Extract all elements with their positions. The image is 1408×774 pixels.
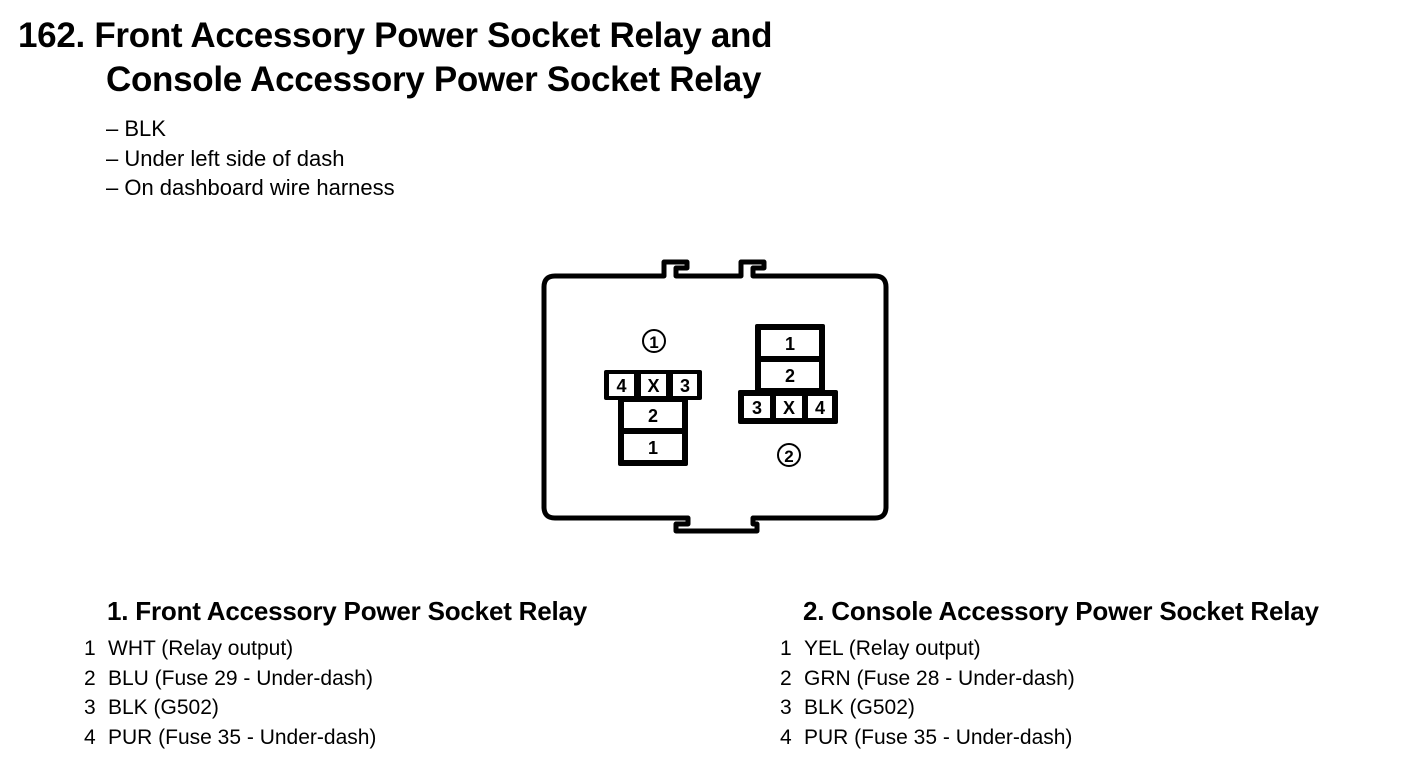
relay-2-label-1: 1	[785, 334, 795, 354]
pin-row: 4 PUR (Fuse 35 - Under-dash)	[84, 723, 587, 753]
relay-2-terminal-1	[761, 330, 819, 356]
relay-1-callout-number: 1	[649, 333, 658, 352]
relay-2: 1 2 3 X 4 2	[738, 324, 838, 467]
pin-number: 1	[84, 637, 96, 660]
pin-row: 1 WHT (Relay output)	[84, 634, 587, 664]
relay-2-label-2: 2	[785, 366, 795, 386]
pin-number: 3	[84, 696, 96, 719]
relay-2-heading: 2. Console Accessory Power Socket Relay	[803, 596, 1319, 626]
pin-number: 3	[780, 696, 792, 719]
pin-description: BLK (G502)	[108, 696, 219, 719]
relay-1-label-3: 3	[680, 376, 690, 396]
note-color: – BLK	[106, 116, 166, 141]
relay-1-label-x: X	[647, 376, 659, 396]
relay-1-heading: 1. Front Accessory Power Socket Relay	[107, 596, 588, 626]
relay-2-terminal-x	[776, 396, 802, 418]
pin-number: 2	[84, 666, 96, 690]
relay-2-label-3: 3	[752, 398, 762, 418]
relay-2-label-x: X	[783, 398, 795, 418]
note-harness: – On dashboard wire harness	[106, 175, 395, 200]
relay-1-terminal-3	[673, 374, 697, 396]
pin-description: WHT (Relay output)	[108, 637, 294, 660]
pin-description: PUR (Fuse 35 - Under-dash)	[804, 725, 1073, 749]
relay-1-label-1: 1	[648, 438, 658, 458]
note-location: – Under left side of dash	[106, 145, 345, 171]
relay-1-terminal-1	[624, 434, 682, 460]
relay-1-label-2: 2	[648, 406, 658, 426]
pin-description: GRN (Fuse 28 - Under-dash)	[804, 666, 1075, 690]
pin-description: YEL (Relay output)	[804, 637, 981, 660]
title-line-1: 162. Front Accessory Power Socket Relay …	[18, 16, 773, 55]
relay-1-terminal-4	[609, 374, 634, 396]
pin-number: 1	[780, 637, 792, 660]
relay-2-terminal-2	[761, 362, 819, 388]
location-notes: – BLK – Under left side of dash – On das…	[106, 114, 395, 203]
pin-row: 3 BLK (G502)	[84, 693, 587, 723]
pin-number: 4	[780, 725, 792, 749]
relay-1-callout-circle	[642, 329, 666, 353]
relay-2-terminal-4	[808, 396, 832, 418]
page-title: 162. Front Accessory Power Socket Relay …	[18, 14, 772, 102]
pin-row: 1 YEL (Relay output)	[780, 634, 1319, 664]
relay-2-callout-circle	[777, 443, 801, 467]
relay-block-outline	[541, 259, 889, 534]
pin-row: 2 BLU (Fuse 29 - Under-dash)	[84, 664, 587, 694]
title-line-2: Console Accessory Power Socket Relay	[106, 60, 762, 99]
pin-number: 4	[84, 725, 96, 749]
pin-row: 4 PUR (Fuse 35 - Under-dash)	[780, 723, 1319, 753]
relay-2-pinout: 2. Console Accessory Power Socket Relay …	[780, 594, 1319, 752]
relay-2-terminal-3	[744, 396, 770, 418]
pin-row: 3 BLK (G502)	[780, 693, 1319, 723]
relay-1: 1 4 X 3 2 1	[604, 329, 702, 466]
pin-description: BLK (G502)	[804, 696, 915, 719]
pin-description: BLU (Fuse 29 - Under-dash)	[108, 666, 373, 690]
relay-2-callout-number: 2	[784, 447, 793, 466]
relay-1-terminal-x	[641, 374, 666, 396]
pin-description: PUR (Fuse 35 - Under-dash)	[108, 725, 377, 749]
pin-number: 2	[780, 666, 792, 690]
relay-2-label-4: 4	[815, 398, 825, 418]
pin-row: 2 GRN (Fuse 28 - Under-dash)	[780, 664, 1319, 694]
relay-1-label-4: 4	[616, 376, 626, 396]
relay-1-terminal-2	[624, 402, 682, 428]
